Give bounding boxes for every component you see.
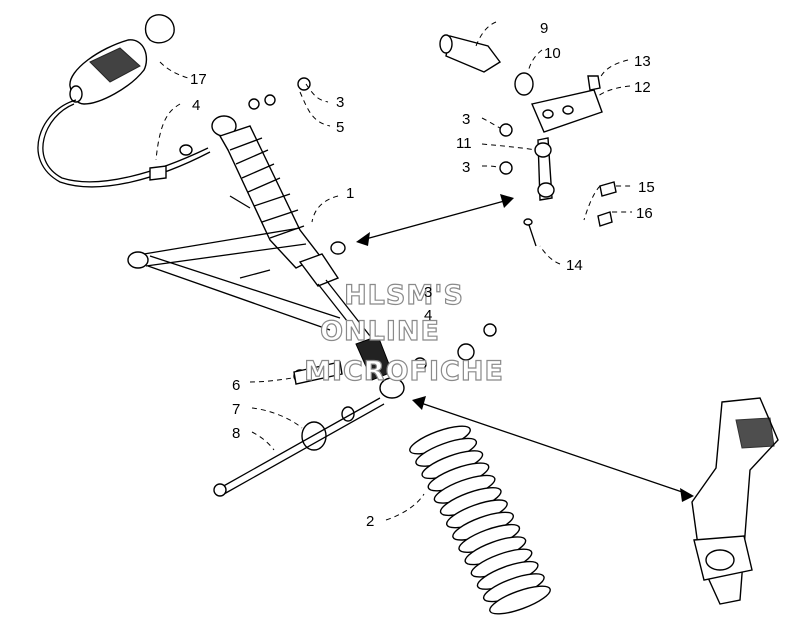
callout-6: 6 xyxy=(232,377,240,394)
callout-4-upper: 4 xyxy=(192,97,200,114)
callout-8: 8 xyxy=(232,425,240,442)
linkage-assembly xyxy=(439,34,617,247)
callout-5: 5 xyxy=(336,119,344,136)
callout-13: 13 xyxy=(634,53,651,70)
callout-2: 2 xyxy=(366,513,374,530)
coil-spring xyxy=(409,425,551,615)
ski-spindle xyxy=(691,397,779,605)
callout-7: 7 xyxy=(232,401,240,418)
callout-11: 11 xyxy=(456,135,472,152)
shock-absorber xyxy=(211,115,405,399)
a-arm xyxy=(127,195,346,331)
hardware-cluster xyxy=(149,77,497,497)
leader-lines xyxy=(155,21,634,521)
callout-labels: 1 2 3 3 3 3 4 4 5 6 7 8 9 10 11 12 13 14… xyxy=(190,20,655,530)
callout-16: 16 xyxy=(636,205,653,222)
watermark: HLSM'S ONLINE MICROFICHE xyxy=(303,279,504,387)
callout-12: 12 xyxy=(634,79,651,96)
callout-17: 17 xyxy=(190,71,207,88)
watermark-line-1: HLSM'S xyxy=(344,280,464,311)
watermark-line-3: MICROFICHE xyxy=(304,356,504,387)
arrow-upper xyxy=(356,194,514,246)
callout-3-link-bottom: 3 xyxy=(462,159,470,176)
callout-3-lower: 3 xyxy=(424,284,432,301)
reservoir-canister xyxy=(37,14,211,188)
callout-9: 9 xyxy=(540,20,548,37)
callout-10: 10 xyxy=(544,45,561,62)
callout-4-lower: 4 xyxy=(424,307,432,324)
spring-coil xyxy=(489,585,551,615)
callout-15: 15 xyxy=(638,179,655,196)
callout-3-upper: 3 xyxy=(336,94,344,111)
callout-14: 14 xyxy=(566,257,583,274)
callout-3-link-top: 3 xyxy=(462,111,470,128)
callout-1: 1 xyxy=(346,185,354,202)
arrow-lower xyxy=(412,396,694,502)
watermark-line-2: ONLINE xyxy=(320,316,440,347)
